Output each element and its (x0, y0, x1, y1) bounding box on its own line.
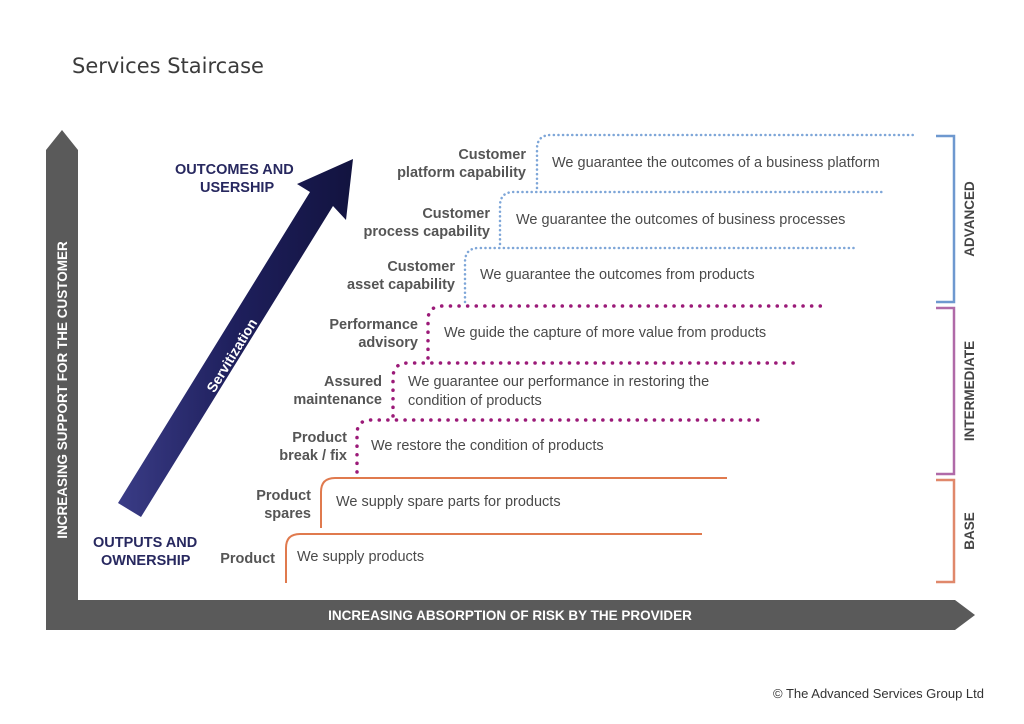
outcomes-label-line2: USERSHIP (200, 180, 274, 196)
step-desc: We guarantee the outcomes of a business … (552, 155, 880, 171)
step-label: advisory (358, 335, 418, 351)
step-label: Customer (458, 147, 526, 163)
advanced-bracket (936, 134, 956, 304)
x-axis-arrow (46, 600, 975, 630)
step-label: Product (292, 430, 347, 446)
step-label: process capability (363, 224, 490, 240)
y-axis-arrow (46, 130, 78, 630)
step-label: spares (264, 506, 311, 522)
step-label: Customer (422, 206, 490, 222)
step-label: Customer (387, 259, 455, 275)
outcomes-label-line1: OUTCOMES AND (175, 162, 294, 178)
outputs-label-line1: OUTPUTS AND (93, 535, 197, 551)
step-line-performance-advisory (426, 304, 828, 360)
step-line-product (285, 533, 702, 583)
step-desc: We supply spare parts for products (336, 494, 561, 510)
step-line-assured-maintenance (391, 361, 797, 418)
step-desc: We guarantee the outcomes from products (480, 267, 755, 283)
tier-brackets: ADVANCED INTERMEDIATE BASE (936, 134, 977, 584)
step-label: maintenance (293, 392, 382, 408)
advanced-tier-label: ADVANCED (962, 181, 977, 257)
step-desc: We guide the capture of more value from … (444, 325, 766, 341)
intermediate-bracket (936, 306, 956, 476)
step-line-platform-capability (535, 133, 917, 190)
step-label: asset capability (347, 277, 455, 293)
axes: INCREASING SUPPORT FOR THE CUSTOMER INCR… (46, 130, 975, 630)
step-label: Performance (329, 317, 418, 333)
step-lines (285, 133, 917, 583)
base-bracket (936, 478, 956, 584)
step-desc: condition of products (408, 393, 542, 409)
base-tier-label: BASE (962, 512, 977, 550)
y-axis-label: INCREASING SUPPORT FOR THE CUSTOMER (55, 241, 70, 539)
step-label: break / fix (279, 448, 347, 464)
step-line-asset-capability (463, 246, 857, 304)
step-label: Product (220, 551, 275, 567)
page-title: Services Staircase (72, 54, 264, 78)
step-desc: We guarantee our performance in restorin… (408, 374, 709, 390)
step-line-break-fix (355, 418, 767, 474)
step-line-product-spares (320, 477, 727, 528)
step-labels: Product We supply products Product spare… (220, 147, 880, 567)
step-label: Product (256, 488, 311, 504)
intermediate-tier-label: INTERMEDIATE (962, 341, 977, 441)
copyright-footer: © The Advanced Services Group Ltd (773, 686, 984, 701)
servitization-arrow: Servitization OUTCOMES AND USERSHIP OUTP… (93, 159, 353, 569)
step-label: platform capability (397, 165, 526, 181)
outputs-label-line2: OWNERSHIP (101, 553, 191, 569)
servitization-arrow-shape (118, 159, 353, 517)
step-desc: We supply products (297, 549, 424, 565)
step-desc: We restore the condition of products (371, 438, 604, 454)
step-line-process-capability (498, 190, 887, 246)
step-label: Assured (324, 374, 382, 390)
step-desc: We guarantee the outcomes of business pr… (516, 212, 845, 228)
x-axis-label: INCREASING ABSORPTION OF RISK BY THE PRO… (328, 608, 692, 623)
